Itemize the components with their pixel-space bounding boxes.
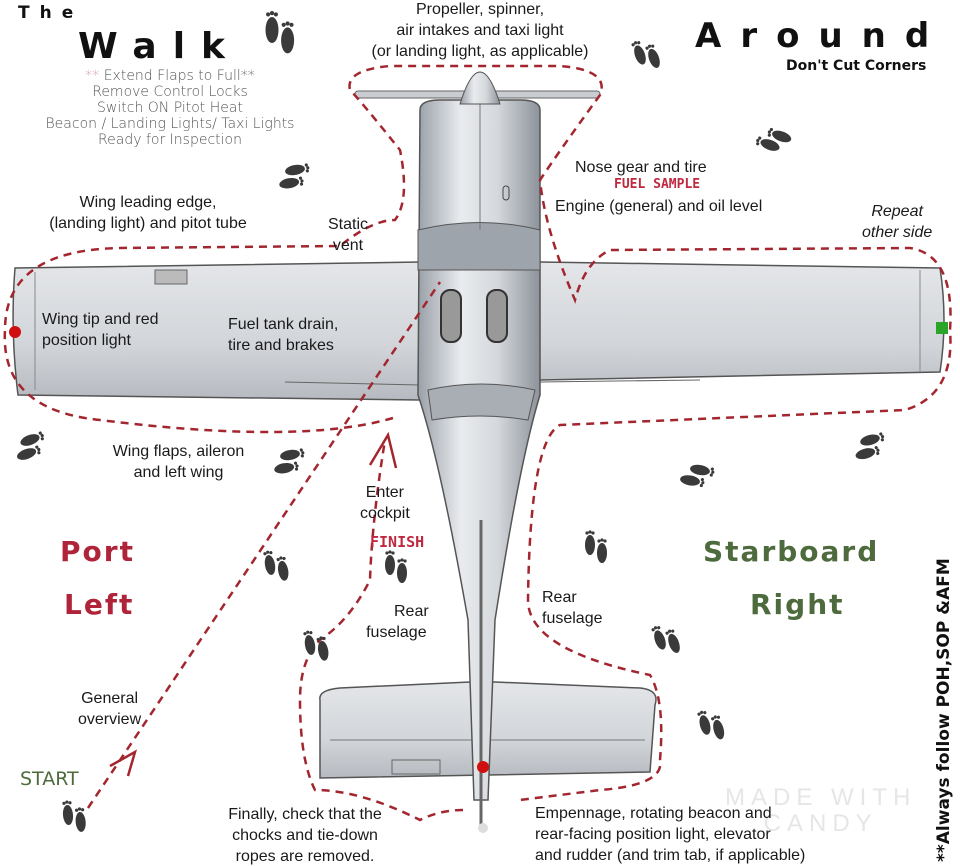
tagline: Don't Cut Corners	[786, 58, 927, 74]
checklist-item: Ready for Inspection	[98, 132, 242, 148]
checklist-item: Remove Control Locks	[92, 84, 248, 100]
arrow-enter-icon	[368, 431, 398, 469]
label-fuel-drain: Fuel tank drain,tire and brakes	[228, 316, 339, 354]
checklist-item: Beacon / Landing Lights/ Taxi Lights	[45, 116, 295, 132]
walk-path	[3, 64, 952, 822]
left-label: Left	[64, 588, 135, 621]
label-fuel-sample: FUEL SAMPLE	[614, 177, 701, 192]
right-label: Right	[750, 588, 845, 621]
spinner	[459, 71, 501, 105]
checklist-stars: **	[85, 68, 100, 84]
beacon-light	[477, 761, 489, 773]
arrow-start-icon	[109, 749, 138, 777]
label-finish: FINISH	[370, 533, 425, 551]
green-position-light	[936, 322, 948, 334]
label-nose-gear: Nose gear and tire	[575, 159, 707, 176]
label-start: START	[20, 768, 79, 790]
pre-inspection-checklist: ** Extend Flaps to Full** Remove Control…	[20, 68, 320, 148]
footnote: **Always follow POH,SOP &AFM	[933, 558, 955, 862]
label-wing-leading-edge: Wing leading edge,(landing light) and pi…	[49, 194, 247, 232]
label-propeller: Propeller, spinner,air intakes and taxi …	[371, 1, 589, 60]
red-position-light	[9, 326, 21, 338]
checklist-item: Extend Flaps to Full**	[103, 68, 255, 84]
title-walk: Walk	[78, 26, 241, 67]
starboard-label: Starboard	[703, 535, 880, 568]
checklist-item: Switch ON Pitot Heat	[97, 100, 243, 116]
label-engine: Engine (general) and oil level	[555, 198, 763, 215]
title-around: Around	[695, 16, 949, 56]
title-the: The	[18, 3, 84, 23]
port-label: Port	[60, 535, 135, 568]
